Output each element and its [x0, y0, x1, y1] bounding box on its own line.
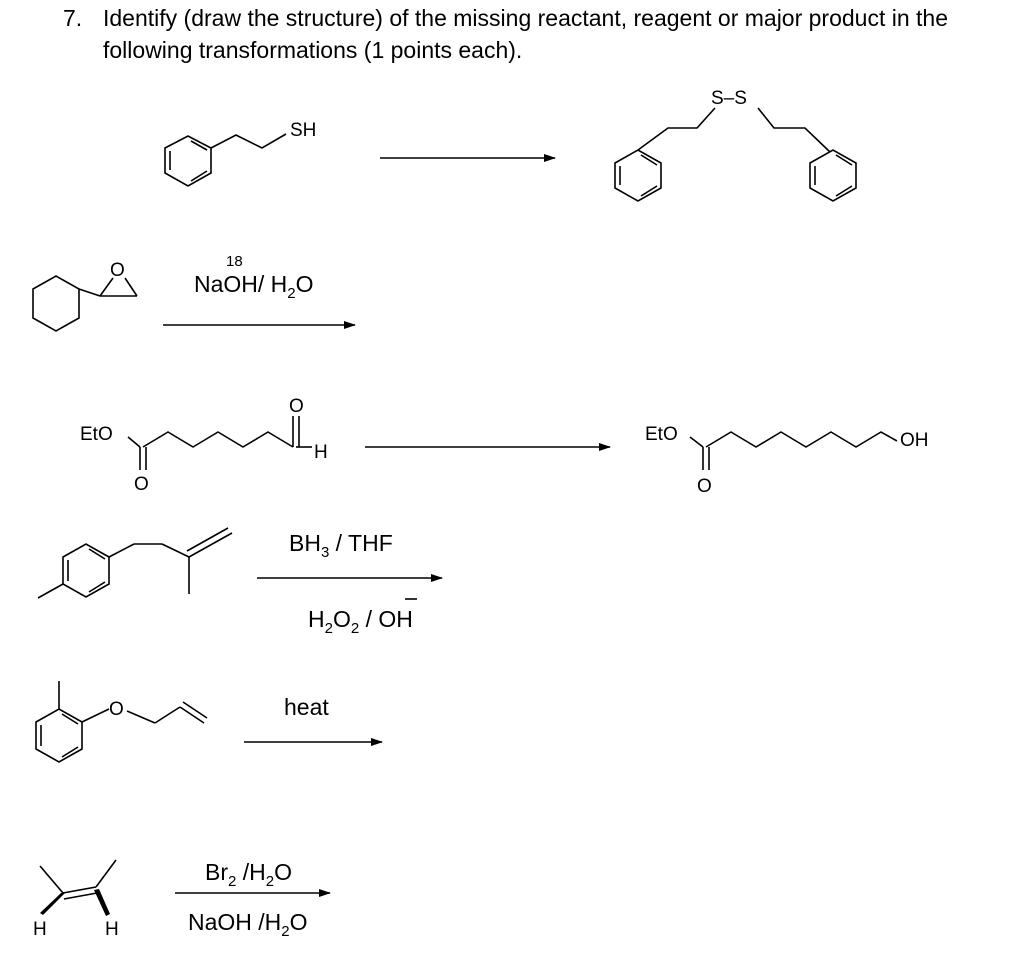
reagent-naoh-h2o: NaOH/ H2O [194, 271, 314, 302]
wedge-bond-left [40, 893, 65, 915]
br2-sub2: 2 [266, 873, 274, 890]
aldehyde-hydrogen: H [314, 442, 328, 463]
reagent-tail: O [296, 271, 314, 297]
aldehyde-oxygen: O [289, 396, 304, 417]
ester-eto-label: EtO [80, 424, 113, 445]
reactant-spiro-epoxide [32, 275, 138, 332]
isotope-label: 18 [226, 253, 243, 270]
br2-tail: O [274, 859, 292, 885]
reagent-heat: heat [284, 694, 329, 720]
h2o2-tail: / OH [359, 606, 413, 632]
wedge-bond-right [94, 889, 110, 916]
h2o2-mid: O [333, 606, 351, 632]
naoh-main: NaOH /H [188, 909, 281, 935]
product-disulfide [614, 107, 857, 202]
product-hydroxy-ester [689, 431, 898, 470]
reactant-allyl-aryl-ether [35, 681, 208, 763]
reagent-bh3-thf: BH3 / THF [289, 530, 393, 561]
reagent-naoh-water: NaOH /H2O [188, 909, 308, 940]
h2o2-sub1: 2 [325, 620, 333, 637]
hydrogen-right: H [105, 919, 119, 940]
hydrogen-left: H [33, 919, 47, 940]
br2-main: Br [205, 859, 228, 885]
disulfide-label: S–S [711, 88, 747, 109]
naoh-sub: 2 [281, 923, 289, 940]
epoxide-oxygen-label: O [110, 260, 125, 281]
bh3-main: BH [289, 530, 321, 556]
bh3-subscript: 3 [321, 544, 329, 561]
question-number: 7. [63, 5, 83, 31]
br2-sub1: 2 [228, 873, 236, 890]
reagent-h2o2-oh: H2O2 / OH [308, 606, 413, 637]
thiol-label: SH [290, 120, 316, 141]
ester-carbonyl-oxygen: O [134, 474, 149, 495]
reagent-br2-h2o: Br2 /H2O [205, 859, 292, 890]
h2o2-sub2: 2 [351, 620, 359, 637]
product-eto-label: EtO [645, 424, 678, 445]
question-text: Identify (draw the structure) of the mis… [103, 5, 949, 63]
reagent-naoh-main: NaOH/ H [194, 271, 287, 297]
h2o2-main: H [308, 606, 325, 632]
product-carbonyl-oxygen: O [697, 476, 712, 497]
reagent-subscript: 2 [287, 285, 295, 302]
br2-mid: /H [236, 859, 265, 885]
reactant-phenylethanethiol [164, 133, 287, 187]
reactant-tolyl-alkene [37, 527, 233, 599]
reactant-keto-ester [127, 416, 312, 470]
naoh-tail: O [290, 909, 308, 935]
reactant-cis-2-butene [39, 859, 117, 900]
bh3-tail: / THF [329, 530, 392, 556]
ether-oxygen-label: O [109, 699, 124, 720]
product-hydroxyl-label: OH [900, 430, 929, 451]
